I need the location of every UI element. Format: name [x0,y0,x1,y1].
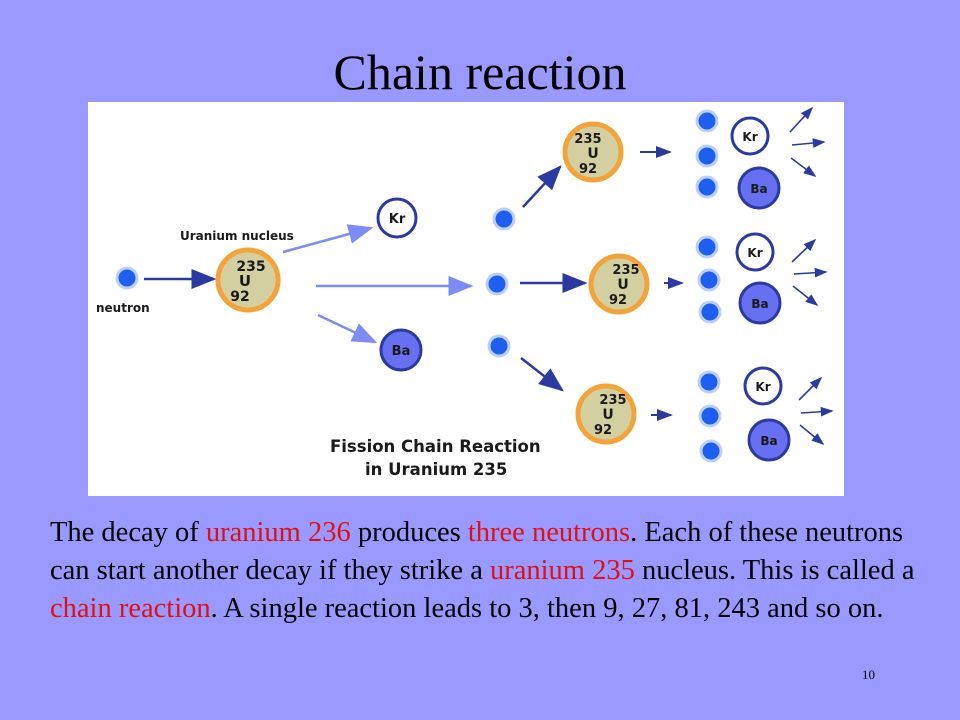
uranium-nucleus-gen2-bot: 235 U 92 [575,383,637,445]
arrow-to-kr [282,224,374,254]
svg-text:Ba: Ba [750,182,767,196]
krypton-nucleus: Kr [743,366,783,406]
released-neutron [487,334,511,358]
svg-text:235: 235 [599,393,626,408]
released-neutron [699,439,723,463]
barium-nucleus: Ba [379,328,423,372]
krypton-nucleus: Kr [730,116,770,156]
body-text-segment: . A single reaction leads to 3, then 9, … [210,593,884,624]
highlight-chain-reaction: chain reaction [50,593,211,624]
svg-text:235: 235 [236,259,265,275]
uranium-nucleus-main: 235 U 92 [215,247,281,313]
released-neutron [697,370,721,394]
released-neutron [698,300,722,324]
barium-nucleus: Ba [738,281,782,325]
body-text-segment: produces [350,517,468,548]
figure-caption-line2: in Uranium 235 [365,460,507,479]
krypton-nucleus: Kr [735,232,775,272]
highlight-uranium-235: uranium 235 [489,555,635,586]
highlight-three-neutrons: three neutrons [467,517,631,548]
svg-text:235: 235 [612,263,639,278]
released-neutron [698,404,722,428]
svg-text:U: U [239,272,251,290]
svg-text:Kr: Kr [755,380,770,394]
arrow-to-ba [317,313,378,344]
svg-text:U: U [602,407,613,423]
barium-nucleus: Ba [737,166,781,210]
body-paragraph: The decay of uranium 236 produces three … [50,514,930,628]
released-neutron [695,109,719,133]
released-neutron [695,175,719,199]
uranium-nucleus-gen2-mid: 235 U 92 [588,253,650,315]
svg-text:Kr: Kr [747,246,762,260]
outgoing-arrows-top [789,106,826,177]
released-neutron [695,144,719,168]
body-text-segment: nucleus. This is called a [634,555,915,586]
figure-caption-line1: Fission Chain Reaction [330,437,541,456]
svg-text:Kr: Kr [742,130,757,144]
arrow-gen2-top [522,165,562,208]
uranium-nucleus-label: Uranium nucleus [180,229,294,243]
released-neutron [695,235,719,259]
svg-text:235: 235 [574,132,601,147]
svg-text:92: 92 [579,162,597,177]
svg-text:Kr: Kr [389,212,406,227]
body-text-segment: . Each of these neutrons can start anoth… [50,517,904,586]
slide-title: Chain reaction [333,44,627,100]
released-neutron [492,207,516,231]
fission-diagram: neutron Uranium nucleus 235 U 92 Kr Ba [88,102,844,496]
svg-text:Ba: Ba [760,434,777,448]
slide-number: 10 [862,667,875,682]
svg-text:92: 92 [609,293,627,308]
svg-text:U: U [617,277,628,293]
svg-text:92: 92 [230,289,249,305]
svg-text:Ba: Ba [392,344,411,359]
incoming-neutron [115,266,139,290]
outgoing-arrows-bot [798,376,834,446]
released-neutron [697,268,721,292]
highlight-uranium-236: uranium 236 [205,517,351,548]
uranium-nucleus-gen2-top: 235 U 92 [562,121,624,183]
svg-text:92: 92 [594,423,612,438]
neutron-label: neutron [96,301,150,315]
arrow-gen2-bot [520,357,564,392]
svg-text:U: U [587,146,598,162]
krypton-nucleus: Kr [376,197,418,239]
body-text-segment: The decay of [50,517,206,548]
outgoing-arrows-mid [791,238,828,306]
svg-text:Ba: Ba [751,297,768,311]
barium-nucleus: Ba [747,418,791,462]
released-neutron [485,272,509,296]
